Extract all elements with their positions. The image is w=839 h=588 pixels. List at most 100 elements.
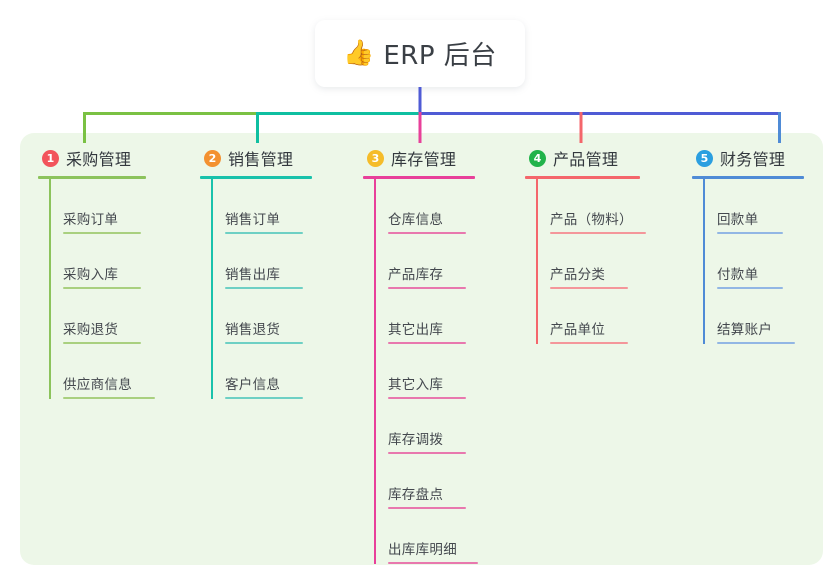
leaf-underline — [225, 342, 303, 344]
leaf-label: 付款单 — [717, 267, 759, 283]
leaf-label: 客户信息 — [225, 377, 281, 393]
column-header-1[interactable]: 1 采购管理 — [38, 145, 155, 171]
leaf-label: 销售出库 — [225, 267, 281, 283]
leaf-item[interactable]: 销售订单 — [200, 179, 312, 234]
leaf-underline — [388, 232, 466, 234]
leaf-underline — [388, 562, 478, 564]
column-badge-1: 1 — [42, 149, 59, 167]
leaf-label: 回款单 — [717, 212, 759, 228]
leaf-item[interactable]: 采购入库 — [38, 234, 155, 289]
leaf-underline — [63, 342, 141, 344]
leaf-item[interactable]: 产品（物料） — [525, 179, 646, 234]
leaf-label: 采购订单 — [63, 212, 119, 228]
leaf-item[interactable]: 供应商信息 — [38, 344, 155, 399]
leaf-item[interactable]: 库存盘点 — [363, 454, 478, 509]
leaf-list-2: 销售订单销售出库销售退货客户信息 — [200, 179, 312, 399]
leaf-label: 库存调拨 — [388, 432, 444, 448]
leaf-label: 结算账户 — [717, 322, 773, 338]
leaf-item[interactable]: 产品库存 — [363, 234, 478, 289]
leaf-item[interactable]: 产品分类 — [525, 234, 646, 289]
column-badge-3: 3 — [367, 149, 384, 167]
leaf-underline — [550, 287, 628, 289]
column-title-4: 产品管理 — [553, 150, 619, 169]
leaf-label: 采购退货 — [63, 322, 119, 338]
leaf-item[interactable]: 采购退货 — [38, 289, 155, 344]
leaf-underline — [717, 287, 783, 289]
column-underline-3 — [363, 176, 475, 179]
background-panel — [20, 133, 823, 565]
leaf-underline — [550, 342, 628, 344]
column-3: 3 库存管理仓库信息产品库存其它出库其它入库库存调拨库存盘点出库库明细 — [363, 145, 478, 564]
column-badge-2: 2 — [204, 149, 221, 167]
column-2: 2 销售管理销售订单销售出库销售退货客户信息 — [200, 145, 312, 399]
leaf-item[interactable]: 销售退货 — [200, 289, 312, 344]
leaf-label: 产品单位 — [550, 322, 606, 338]
leaf-item[interactable]: 采购订单 — [38, 179, 155, 234]
leaf-underline — [225, 287, 303, 289]
leaf-item[interactable]: 其它出库 — [363, 289, 478, 344]
leaf-label: 供应商信息 — [63, 377, 132, 393]
leaf-list-3: 仓库信息产品库存其它出库其它入库库存调拨库存盘点出库库明细 — [363, 179, 478, 564]
leaf-underline — [225, 397, 303, 399]
leaf-label: 采购入库 — [63, 267, 119, 283]
leaf-spine-3 — [374, 179, 376, 564]
leaf-underline — [388, 342, 466, 344]
leaf-label: 仓库信息 — [388, 212, 444, 228]
leaf-underline — [63, 397, 155, 399]
leaf-item[interactable]: 回款单 — [692, 179, 804, 234]
column-title-3: 库存管理 — [391, 150, 457, 169]
leaf-spine-2 — [211, 179, 213, 399]
leaf-item[interactable]: 产品单位 — [525, 289, 646, 344]
leaf-label: 产品分类 — [550, 267, 606, 283]
leaf-label: 产品库存 — [388, 267, 444, 283]
leaf-item[interactable]: 销售出库 — [200, 234, 312, 289]
leaf-underline — [225, 232, 303, 234]
column-title-5: 财务管理 — [720, 150, 786, 169]
leaf-label: 出库库明细 — [388, 542, 457, 558]
leaf-underline — [550, 232, 646, 234]
leaf-underline — [717, 232, 783, 234]
leaf-item[interactable]: 付款单 — [692, 234, 804, 289]
column-underline-5 — [692, 176, 804, 179]
leaf-item[interactable]: 其它入库 — [363, 344, 478, 399]
leaf-underline — [717, 342, 795, 344]
column-header-4[interactable]: 4 产品管理 — [525, 145, 646, 171]
leaf-label: 其它出库 — [388, 322, 444, 338]
leaf-spine-5 — [703, 179, 705, 344]
leaf-list-1: 采购订单采购入库采购退货供应商信息 — [38, 179, 155, 399]
leaf-item[interactable]: 仓库信息 — [363, 179, 478, 234]
leaf-list-5: 回款单付款单结算账户 — [692, 179, 804, 344]
leaf-label: 产品（物料） — [550, 212, 633, 228]
column-header-5[interactable]: 5 财务管理 — [692, 145, 804, 171]
root-title: ERP 后台 — [383, 41, 497, 71]
leaf-item[interactable]: 出库库明细 — [363, 509, 478, 564]
column-underline-1 — [38, 176, 146, 179]
leaf-label: 其它入库 — [388, 377, 444, 393]
leaf-item[interactable]: 客户信息 — [200, 344, 312, 399]
leaf-underline — [388, 397, 466, 399]
leaf-list-4: 产品（物料） 产品分类产品单位 — [525, 179, 646, 344]
leaf-underline — [388, 507, 466, 509]
leaf-label: 销售退货 — [225, 322, 281, 338]
leaf-underline — [388, 287, 466, 289]
leaf-item[interactable]: 库存调拨 — [363, 399, 478, 454]
leaf-underline — [63, 287, 141, 289]
column-title-2: 销售管理 — [228, 150, 294, 169]
leaf-spine-4 — [536, 179, 538, 344]
column-underline-4 — [525, 176, 640, 179]
leaf-underline — [63, 232, 141, 234]
column-header-2[interactable]: 2 销售管理 — [200, 145, 312, 171]
thumbs-up-icon: 👍 — [343, 38, 375, 67]
column-badge-5: 5 — [696, 149, 713, 167]
column-title-1: 采购管理 — [66, 150, 132, 169]
leaf-spine-1 — [49, 179, 51, 399]
root-node[interactable]: 👍 ERP 后台 — [315, 20, 525, 87]
leaf-label: 销售订单 — [225, 212, 281, 228]
leaf-item[interactable]: 结算账户 — [692, 289, 804, 344]
column-1: 1 采购管理采购订单采购入库采购退货供应商信息 — [38, 145, 155, 399]
leaf-underline — [388, 452, 466, 454]
column-5: 5 财务管理回款单付款单结算账户 — [692, 145, 804, 344]
column-header-3[interactable]: 3 库存管理 — [363, 145, 478, 171]
column-badge-4: 4 — [529, 149, 546, 167]
